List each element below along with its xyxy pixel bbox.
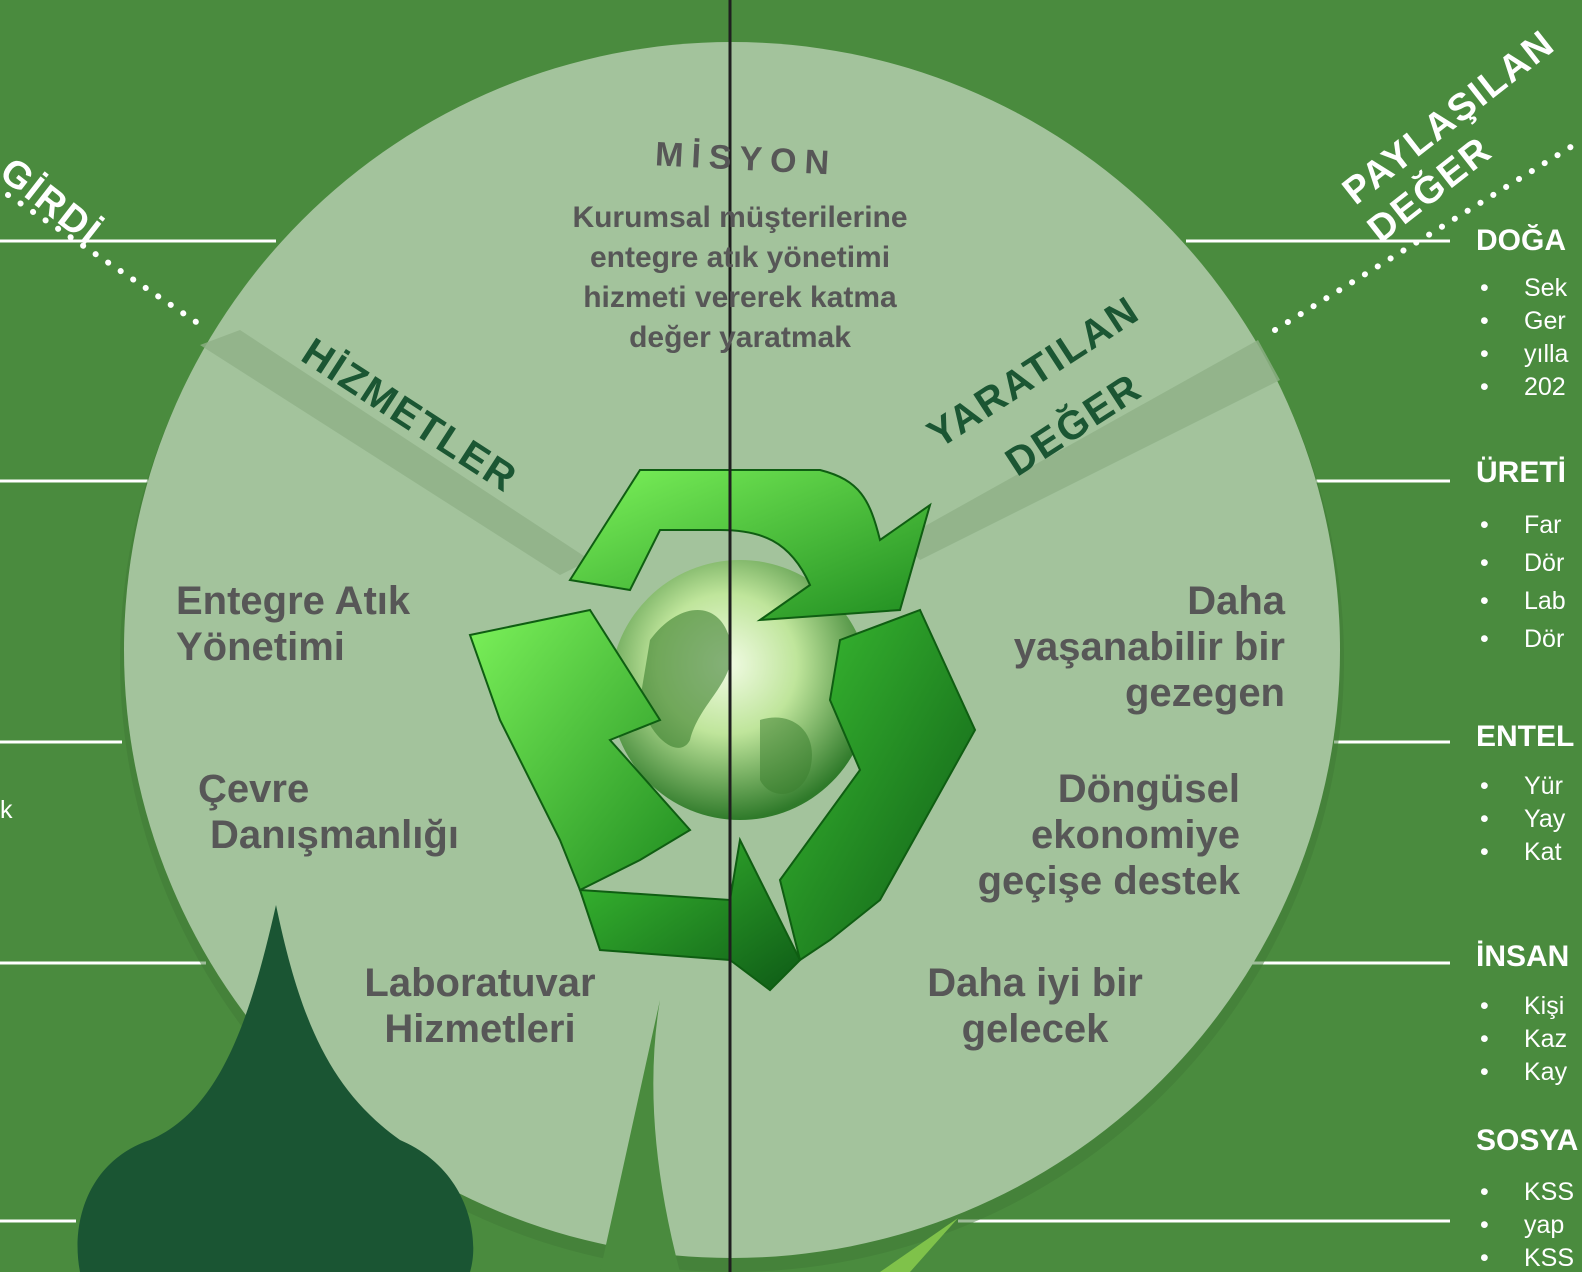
service-line: Laboratuvar — [364, 961, 596, 1005]
globe-continent — [640, 610, 732, 748]
right-section-social-bullets: KSS yap KSS — [1476, 1176, 1582, 1272]
mission-statement: Kurumsal müşterilerine entegre atık yöne… — [520, 198, 960, 358]
bullet-item: yılla — [1476, 338, 1582, 371]
right-section-intellectual-bullets: Yür Yay Kat — [1476, 770, 1582, 869]
bullet-item: Kay — [1476, 1056, 1582, 1089]
right-section-nature-bullets: Sek Ger yılla 202 — [1476, 272, 1582, 404]
right-dotted-line — [1272, 137, 1582, 333]
service-line: Entegre Atık — [176, 579, 411, 623]
bullet-item: yap — [1476, 1209, 1582, 1242]
bullet-item: Kişi — [1476, 990, 1582, 1023]
bullet-item: Lab — [1476, 582, 1582, 620]
value-line: Daha — [1187, 579, 1285, 623]
bullet-item: Kaz — [1476, 1023, 1582, 1056]
green-triangle — [880, 1218, 958, 1272]
value-item-livable-planet: Daha yaşanabilir bir gezegen — [985, 578, 1285, 716]
recycling-arrows — [468, 469, 977, 992]
bullet-item: Far — [1476, 506, 1582, 544]
right-guide-lines — [958, 239, 1450, 1223]
right-section-production: ÜRETİ — [1476, 456, 1582, 490]
bullet-item: Sek — [1476, 272, 1582, 305]
right-section-intellectual: ENTEL — [1476, 720, 1582, 754]
mission-line: entegre atık yönetimi — [589, 241, 891, 274]
bullet-item: 202 — [1476, 371, 1582, 404]
section-title: ÜRETİ — [1476, 456, 1566, 489]
recycle-arrow-left — [468, 608, 692, 892]
leaf-drop-icon — [77, 905, 474, 1272]
service-line: Hizmetleri — [384, 1007, 576, 1051]
value-line: Döngüsel — [1057, 767, 1240, 811]
bullet-item: Kat — [1476, 836, 1582, 869]
right-section-social: SOSYA — [1476, 1124, 1582, 1158]
right-section-human-bullets: Kişi Kaz Kay — [1476, 990, 1582, 1089]
service-line: Çevre — [198, 767, 310, 811]
bullet-item: Dör — [1476, 620, 1582, 658]
left-guide-lines — [0, 239, 276, 1223]
mission-line: hizmeti vererek katma — [583, 281, 897, 314]
section-title: DOĞA — [1476, 224, 1566, 257]
section-title: İNSAN — [1476, 940, 1570, 973]
service-line: Yönetimi — [176, 625, 345, 669]
service-item-integrated-waste: Entegre Atık Yönetimi — [176, 578, 410, 670]
right-section-human: İNSAN — [1476, 940, 1582, 974]
value-item-circular-economy: Döngüsel ekonomiye geçişe destek — [940, 766, 1240, 904]
bullet-item: Ger — [1476, 305, 1582, 338]
left-column-fragment: k — [0, 796, 13, 824]
value-line: geçişe destek — [977, 859, 1240, 903]
mission-line: değer yaratmak — [629, 321, 851, 354]
section-title: SOSYA — [1476, 1124, 1579, 1157]
bullet-item: KSS — [1476, 1242, 1582, 1272]
right-section-nature: DOĞA — [1476, 224, 1582, 258]
bullet-item: Dör — [1476, 544, 1582, 582]
service-line: Danışmanlığı — [210, 813, 459, 857]
service-item-env-consulting: Çevre Danışmanlığı — [198, 766, 459, 858]
recycle-arrow-right — [778, 608, 977, 962]
bullet-item: Yay — [1476, 803, 1582, 836]
value-line: gelecek — [961, 1007, 1109, 1051]
bullet-item: Yür — [1476, 770, 1582, 803]
value-line: ekonomiye — [1031, 813, 1240, 857]
recycle-arrow-top — [568, 469, 932, 622]
mission-line: Kurumsal müşterilerine — [572, 201, 908, 234]
left-divider — [200, 330, 590, 575]
bullet-item: KSS — [1476, 1176, 1582, 1209]
service-item-laboratory: Laboratuvar Hizmetleri — [340, 960, 620, 1052]
section-title: ENTEL — [1476, 720, 1575, 753]
value-line: gezegen — [1124, 671, 1285, 715]
recycle-arrow-bottom — [578, 836, 802, 992]
right-divider — [900, 340, 1280, 560]
value-item-better-future: Daha iyi bir gelecek — [905, 960, 1165, 1052]
right-section-production-bullets: Far Dör Lab Dör — [1476, 506, 1582, 658]
notch-left — [600, 1000, 680, 1272]
left-dotted-line — [5, 192, 211, 333]
value-line: yaşanabilir bir — [1013, 625, 1285, 669]
value-line: Daha iyi bir — [927, 961, 1143, 1005]
globe-continent — [760, 717, 812, 794]
